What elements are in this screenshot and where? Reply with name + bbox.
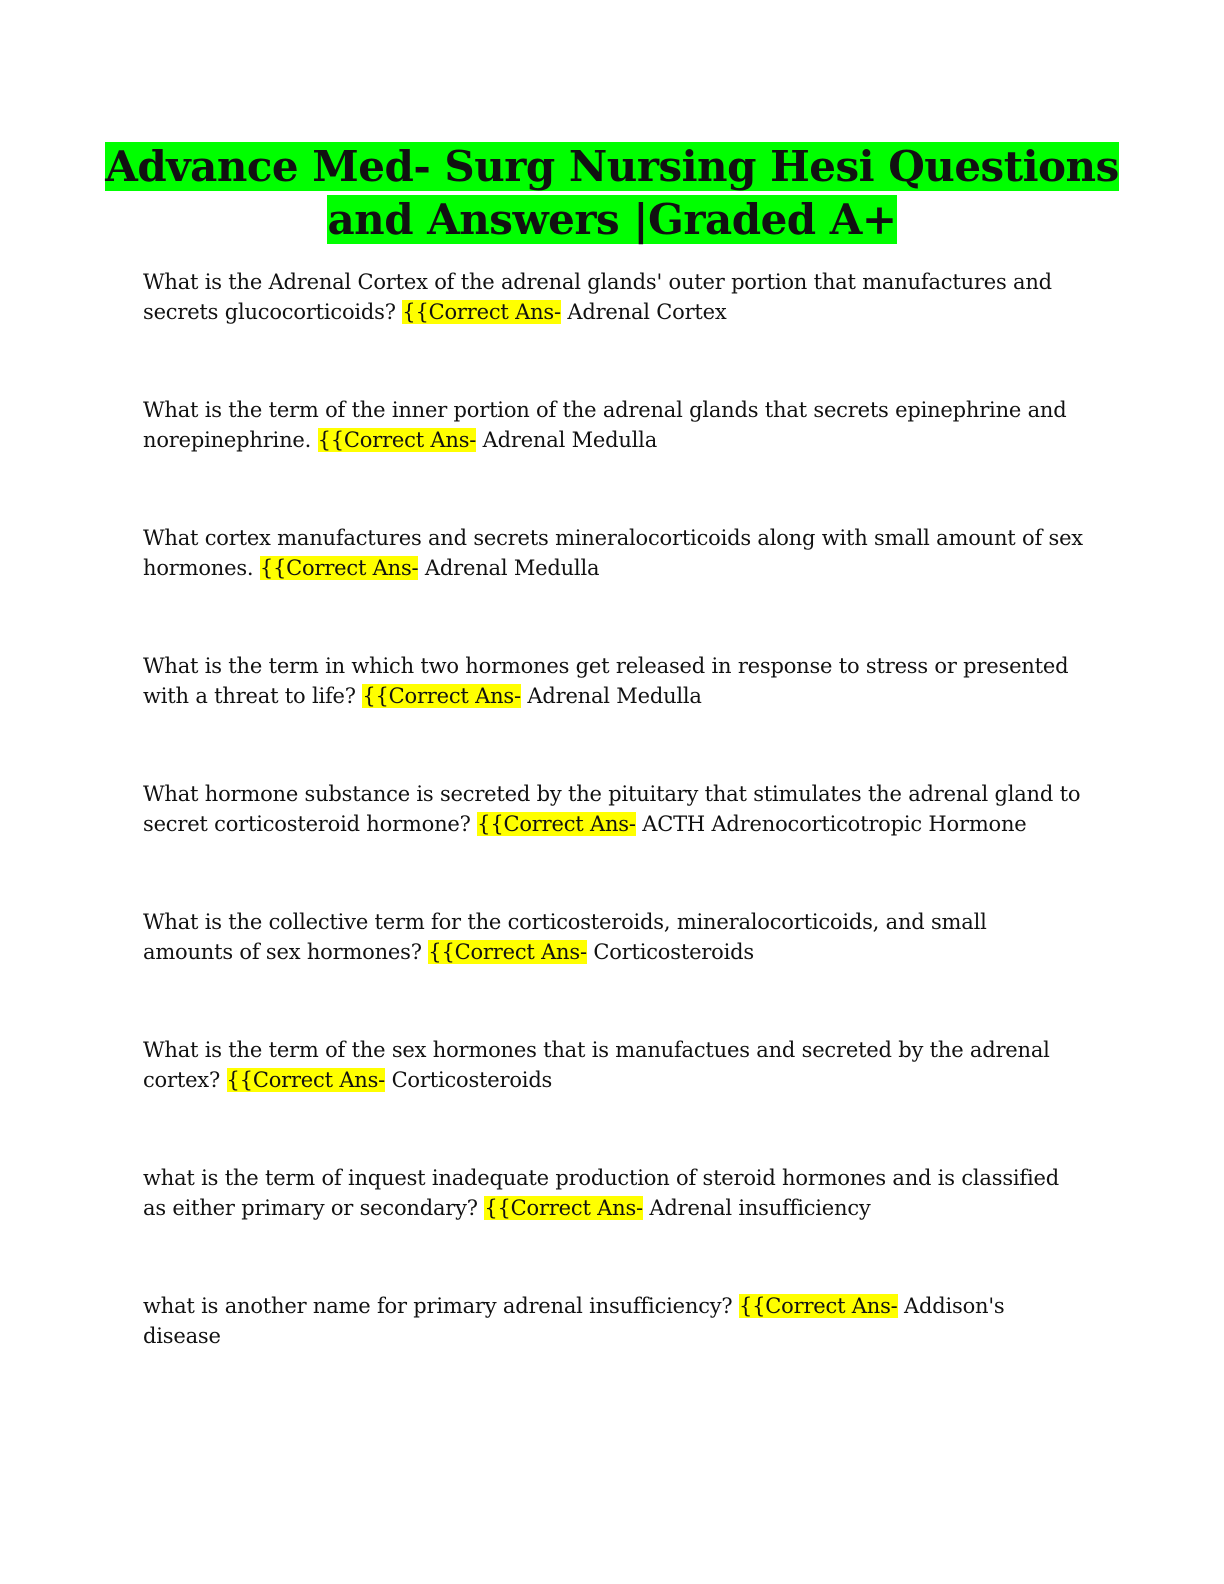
answer-tag: {{Correct Ans-	[259, 555, 419, 580]
question-text: What is the collective term for the cort…	[143, 910, 987, 964]
question-text: what is the term of inquest inadequate p…	[143, 1166, 1059, 1220]
qa-item: what is the term of inquest inadequate p…	[143, 1164, 1083, 1292]
answer-tag: {{Correct Ans-	[226, 1067, 386, 1092]
qa-item: What is the Adrenal Cortex of the adrena…	[143, 268, 1083, 396]
question-text: What is the term of the inner portion of…	[143, 398, 1067, 452]
qa-item: What is the collective term for the cort…	[143, 908, 1083, 1036]
answer-tag: {{Correct Ans-	[477, 811, 636, 836]
question-text: What is the term of the sex hormones tha…	[143, 1038, 1050, 1092]
answer-text: Corticosteroids	[593, 939, 754, 964]
question-text: What is the Adrenal Cortex of the adrena…	[143, 270, 1052, 324]
answer-text: Adrenal Cortex	[567, 299, 727, 324]
qa-item: What is the term of the sex hormones tha…	[143, 1036, 1083, 1164]
answer-text: Addison's disease	[143, 1294, 1005, 1348]
document-title: Advance Med- Surg Nursing Hesi Questions…	[100, 140, 1124, 246]
answer-tag: {{Correct Ans-	[738, 1294, 898, 1318]
qa-item: what is another name for primary adrenal…	[143, 1292, 1083, 1420]
title-line-1: Advance Med- Surg Nursing Hesi Questions	[105, 142, 1119, 191]
answer-text: Adrenal insufficiency	[649, 1195, 871, 1220]
qa-list: What is the Adrenal Cortex of the adrena…	[143, 268, 1083, 1420]
qa-item: What is the term of the inner portion of…	[143, 396, 1083, 524]
title-line-2: and Answers |Graded A+	[327, 195, 897, 244]
question-text: what is another name for primary adrenal…	[143, 1294, 733, 1318]
answer-text: Corticosteroids	[391, 1067, 553, 1092]
qa-item: What is the term in which two hormones g…	[143, 652, 1083, 780]
qa-item: What hormone substance is secreted by th…	[143, 780, 1083, 908]
question-text: What cortex manufactures and secrets min…	[143, 526, 1083, 580]
qa-item: What cortex manufactures and secrets min…	[143, 524, 1083, 652]
answer-tag: {{Correct Ans-	[428, 939, 587, 964]
question-text: What hormone substance is secreted by th…	[143, 782, 1081, 836]
answer-tag: {{Correct Ans-	[484, 1195, 643, 1220]
answer-text: Adrenal Medulla	[527, 683, 702, 708]
answer-tag: {{Correct Ans-	[402, 299, 561, 324]
question-text: What is the term in which two hormones g…	[143, 654, 1069, 708]
answer-tag: {{Correct Ans-	[362, 683, 521, 708]
answer-text: ACTH Adrenocorticotropic Hormone	[642, 811, 1027, 836]
answer-text: Adrenal Medulla	[482, 427, 658, 452]
answer-text: Adrenal Medulla	[424, 555, 600, 580]
answer-tag: {{Correct Ans-	[317, 427, 477, 452]
